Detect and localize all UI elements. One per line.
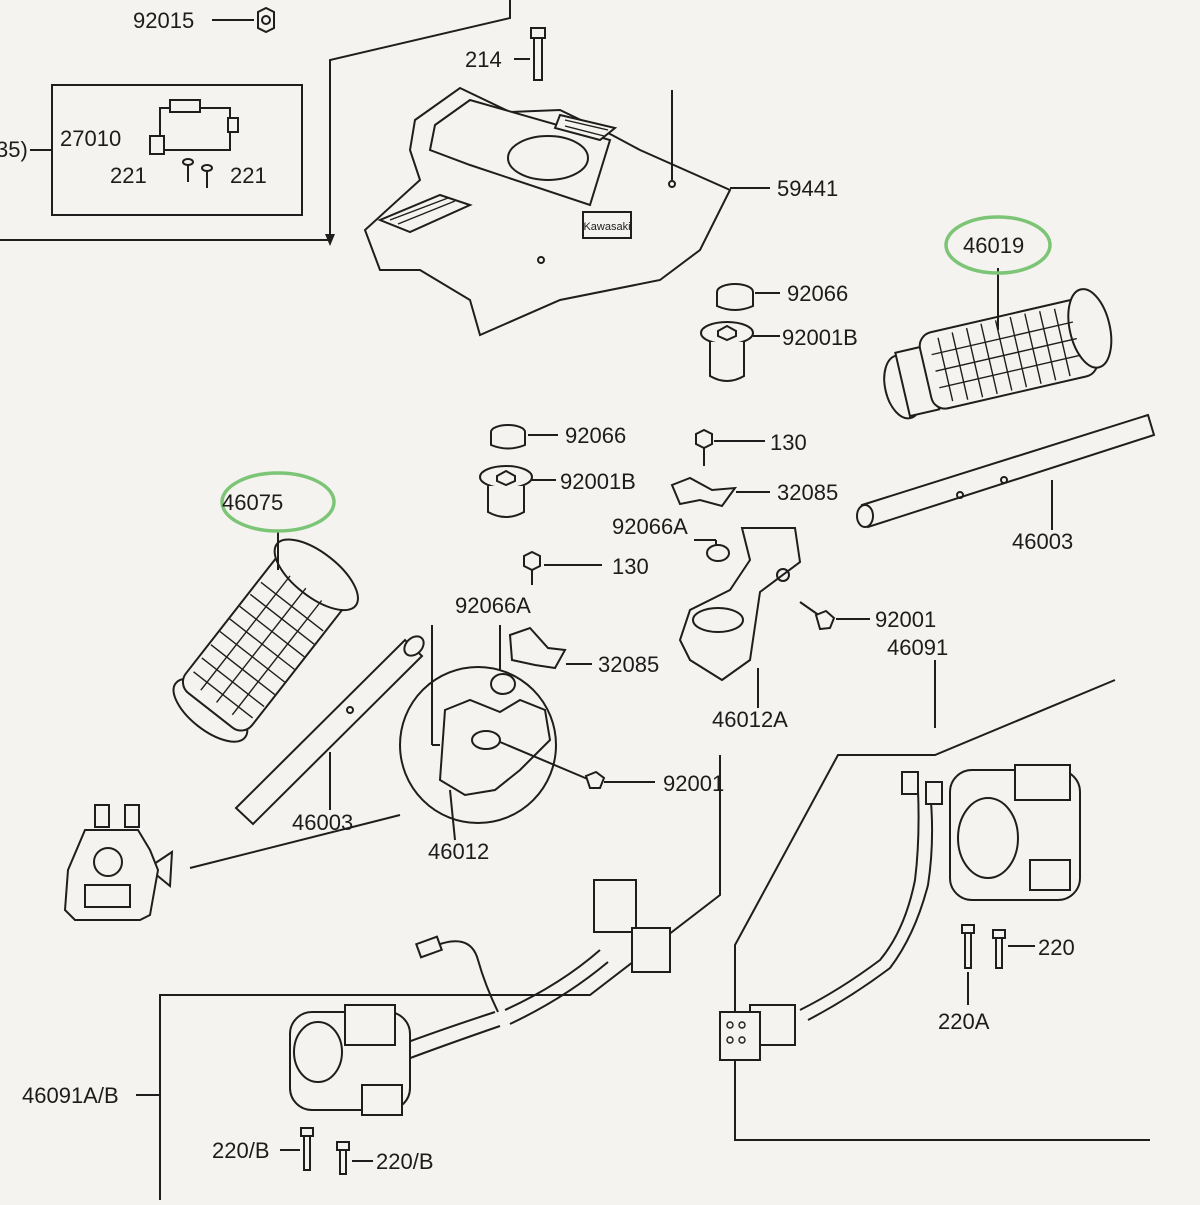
callout-27010: 27010 [60,126,121,151]
callout-92066A-lower: 92066A [455,593,531,618]
holder-46012-detail [399,625,591,824]
screw-220B-left [280,1127,314,1171]
callout-46012A: 46012A [712,707,788,732]
bushing-92001B-upper [700,321,780,382]
callout-35: 35) [0,137,28,162]
plug-92066-upper [716,283,780,311]
callout-46091: 46091 [887,635,948,660]
callout-130-lower: 130 [612,554,649,579]
callout-221-right: 221 [230,163,267,188]
frame-lines [0,0,1150,1200]
screw-92001-lower [584,770,655,789]
screw-220B-right [336,1141,373,1175]
callout-92066-upper: 92066 [787,281,848,306]
screw-221-right [201,164,213,188]
switch-housing-46091AB [289,879,671,1116]
holder-46012A [678,527,802,708]
plug-92066-middle [490,424,558,450]
callout-46019: 46019 [963,233,1024,258]
callout-32085-lower: 32085 [598,652,659,677]
clamp-32085-lower [508,626,592,670]
callout-92001B-upper: 92001B [782,325,858,350]
clamp-32085-upper [670,476,770,508]
screw-220 [992,929,1035,969]
callout-46091AB: 46091A/B [22,1083,119,1108]
callout-220B-right: 220/B [376,1149,434,1174]
switch-part-27010 [149,99,239,155]
highlight-ring-46075 [220,471,336,533]
screw-220A [961,924,975,1005]
callout-220B-left: 220/B [212,1138,270,1163]
handlebar-sketch [63,804,160,921]
callout-92001-lower: 92001 [663,771,724,796]
callout-214: 214 [465,47,502,72]
bolt-214 [514,27,546,81]
bolt-130-lower [523,550,602,585]
callout-32085-upper: 32085 [777,480,838,505]
callout-59441: 59441 [777,176,838,201]
switch-box [30,84,303,216]
callout-46003-lower: 46003 [292,810,353,835]
callout-92015: 92015 [133,8,194,33]
highlight-ring-46019 [944,215,1052,275]
throttle-tube-46003-lower [234,635,425,826]
bolt-130-upper [695,428,765,466]
grip-46019 [883,215,1113,420]
grip-46075 [172,471,359,743]
callout-92066-middle: 92066 [565,423,626,448]
callout-92001B-middle: 92001B [560,469,636,494]
callout-46012: 46012 [428,839,489,864]
callout-92066A-upper: 92066A [612,514,688,539]
plug-92066A-lower [490,625,516,695]
callout-220: 220 [1038,935,1075,960]
screw-221-left [182,158,194,182]
plug-92066A-upper [694,539,730,562]
bushing-92001B-middle [479,465,556,518]
screw-92001-upper [799,601,870,631]
throttle-tube-46003-upper [856,413,1156,530]
holder-46012-leaders [146,789,456,889]
callout-46003-upper: 46003 [1012,529,1073,554]
switch-housing-46091 [719,660,1081,1061]
nut-92015 [212,6,275,34]
background-print [600,5,1200,185]
callout-labels: 92015 214 27010 221 221 35) 59441 46019 … [0,8,1075,1174]
callout-221-left: 221 [110,163,147,188]
callout-46075: 46075 [222,490,283,515]
handlebar-cover-59441: Kawasaki [363,86,770,337]
kawasaki-logo: Kawasaki [583,221,630,233]
callout-130-upper: 130 [770,430,807,455]
callout-220A: 220A [938,1009,990,1034]
callout-92001-upper: 92001 [875,607,936,632]
